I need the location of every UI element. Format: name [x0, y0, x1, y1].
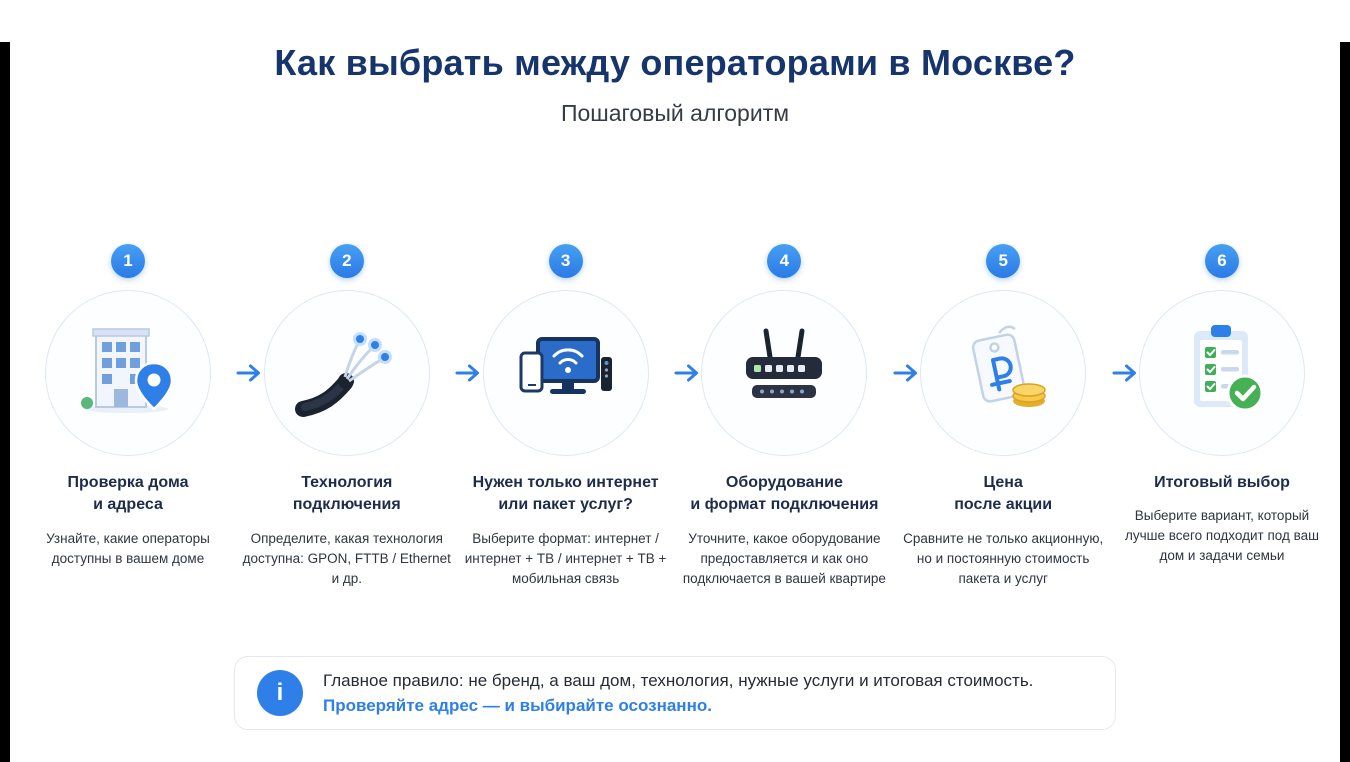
step-number-badge: 4 [767, 244, 802, 278]
step-number-badge: 2 [329, 244, 364, 278]
step-description: Узнайте, какие операторы доступны в ваше… [46, 530, 210, 566]
step-1: 1 [30, 244, 226, 589]
step-title: Оборудование и формат подключения [690, 474, 879, 514]
step-2: 2 Технология подключения Определите, как… [243, 244, 451, 589]
info-note-cta: Проверяйте адрес — и выбирайте осознанно… [323, 696, 712, 716]
step-icon-circle [482, 290, 649, 456]
step-icon-circle [701, 290, 868, 456]
steps-row: 1 [30, 244, 1320, 589]
step-description: Выберите формат: интернет / интернет + Т… [464, 530, 667, 586]
step-title: Нужен только интернет или пакет услуг? [472, 474, 659, 514]
step-description: Определите, какая технология доступна: G… [242, 530, 451, 586]
step-number-badge: 6 [1204, 244, 1239, 278]
step-title: Цена после акции [954, 474, 1053, 514]
step-3: 3 Нужен только интерне [465, 244, 666, 589]
final-choice-icon [1164, 313, 1280, 434]
step-icon-circle [1138, 290, 1305, 456]
arrow-right-icon [1112, 364, 1136, 382]
step-icon-circle [45, 290, 211, 456]
step-description: Выберите вариант, который лучше всего по… [1124, 508, 1319, 564]
page-subtitle: Пошаговый алгоритм [560, 100, 790, 126]
step-description: Сравните не только акционную, но и посто… [903, 530, 1104, 586]
info-note: i Главное правило: не бренд, а ваш дом, … [234, 656, 1116, 730]
info-note-text: Главное правило: не бренд, а ваш дом, те… [323, 670, 1033, 717]
arrow-right-icon [674, 364, 698, 382]
step-number-badge: 1 [111, 244, 145, 278]
right-window-edge [1340, 42, 1350, 762]
step-title: Технология подключения [292, 474, 401, 514]
step-number-badge: 5 [986, 244, 1021, 278]
step-icon-circle [263, 290, 430, 456]
step-title: Итоговый выбор [1154, 474, 1290, 491]
left-window-edge [0, 42, 10, 762]
step-5: 5 Цена после акции Сравните не только ак… [903, 244, 1103, 589]
building-address-icon [70, 313, 186, 434]
info-note-rule: Главное правило: не бренд, а ваш дом, те… [323, 670, 1034, 690]
arrow-right-icon [893, 364, 917, 382]
router-icon [726, 313, 842, 434]
arrow-right-icon [236, 364, 260, 382]
fiber-cable-icon [289, 313, 405, 434]
page-title: Как выбрать между операторами в Москве? [274, 42, 1076, 83]
info-icon: i [257, 670, 303, 716]
devices-icon [508, 313, 624, 434]
arrow-right-icon [455, 364, 479, 382]
step-title: Проверка дома и адреса [67, 474, 189, 514]
step-4: 4 [683, 244, 886, 589]
price-tag-icon [945, 313, 1061, 434]
step-number-badge: 3 [548, 244, 583, 278]
step-icon-circle [920, 290, 1087, 456]
step-6: 6 [1124, 244, 1320, 589]
step-description: Уточните, какое оборудование предоставля… [682, 530, 886, 586]
